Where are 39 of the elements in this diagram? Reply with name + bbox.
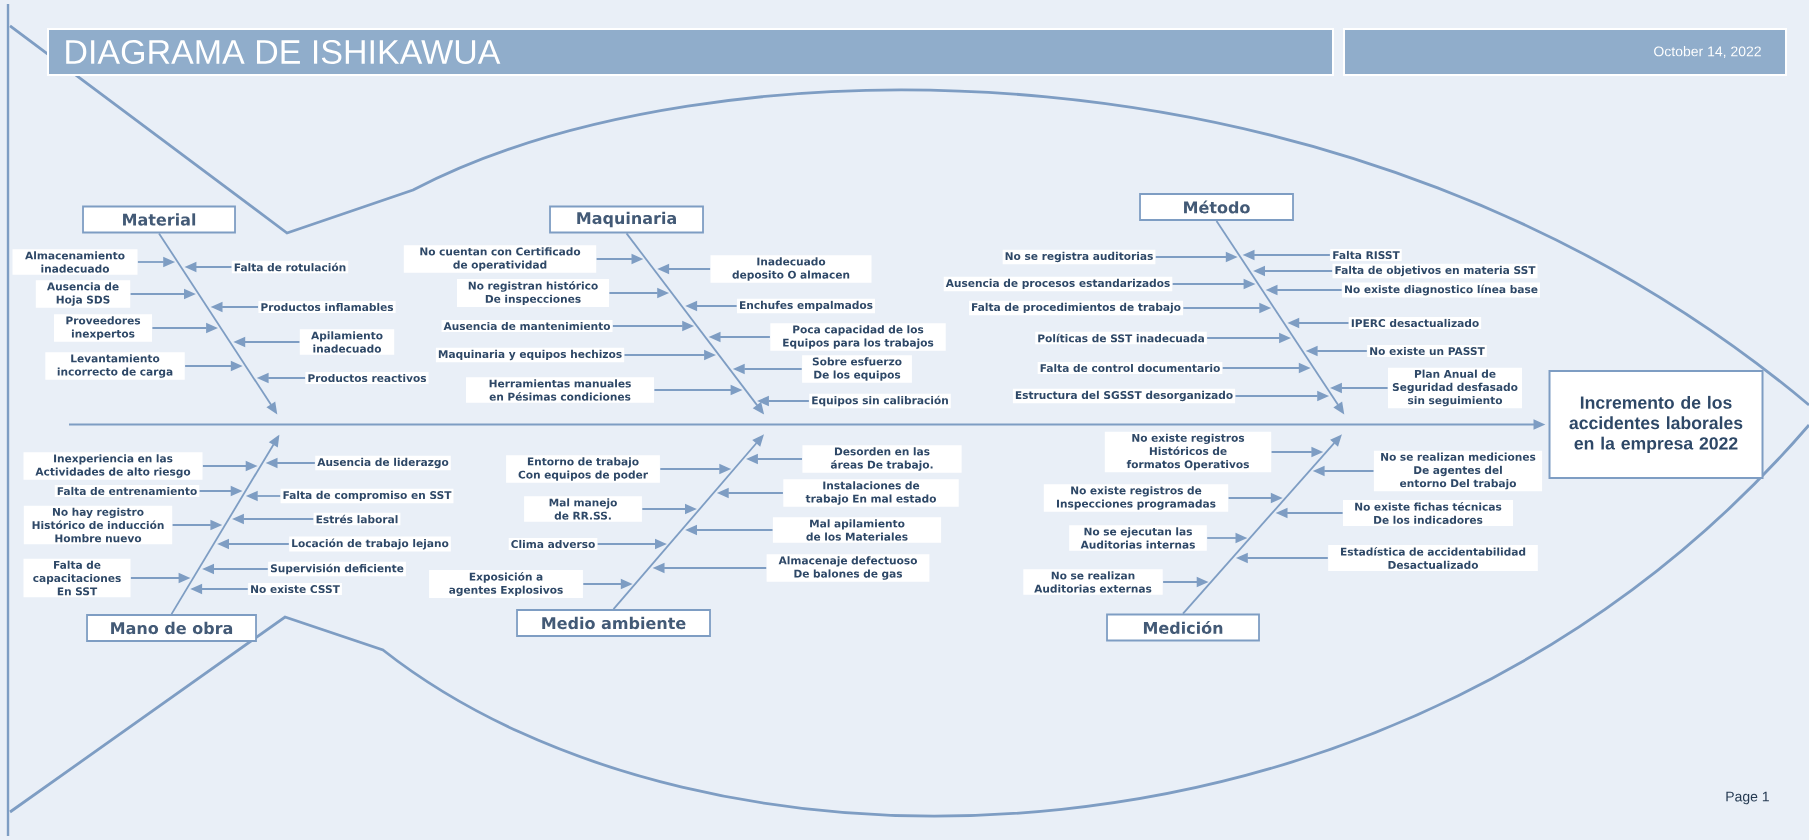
cause-label: No existe fichas técnicas De los indicadores [1343, 500, 1513, 526]
cause-label: Falta de capacitaciones En SST [23, 558, 131, 598]
cause-label: No se realizan Auditorias externas [1023, 569, 1163, 595]
cause-label: Exposición a agentes Explosivos [429, 570, 583, 598]
effect-box: Incremento de los accidentes laborales en la empresa 2022 [1548, 370, 1764, 479]
cause-label: Almacenaje defectuoso De balones de gas [766, 554, 930, 582]
cause-label: Mal manejo de RR.SS. [524, 496, 642, 522]
cause-label: Inadecuado deposito O almacen [710, 255, 872, 283]
cause-label: Estadística de accidentabilidad Desactualizado [1328, 545, 1538, 571]
cause-label: No registran histórico De inspecciones [457, 279, 609, 307]
cause-label: Sobre esfuerzo De los equipos [802, 355, 912, 383]
cause-label: Entorno de trabajo Con equipos de poder [506, 455, 660, 483]
category-box: Método [1139, 193, 1294, 221]
category-box: Maquinaria [549, 205, 704, 234]
cause-label: No existe registros Históricos de formatos Operativos [1104, 431, 1272, 473]
cause-label: No se realizan mediciones De agentes del entorno Del trabajo [1373, 450, 1543, 492]
cause-label: No hay registro Histórico de inducción Hombre nuevo [23, 505, 173, 545]
cause-label: Plan Anual de Seguridad desfasado sin seguimiento [1388, 367, 1522, 409]
page-number: Page 1 [1726, 791, 1769, 805]
cause-label: No existe registros de Inspecciones programadas [1043, 484, 1229, 512]
cause-label: No se ejecutan las Auditorias internas [1069, 525, 1207, 551]
cause-label: Inexperiencia en las Actividades de alto riesgo [23, 452, 203, 480]
category-box: Mano de obra [86, 614, 257, 642]
cause-label: Proveedores inexpertos [54, 314, 152, 342]
title-bar: DIAGRAMA DE ISHIKAWUA [47, 28, 1334, 76]
cause-label: Ausencia de Hoja SDS [35, 280, 131, 308]
category-box: Medición [1106, 613, 1260, 642]
cause-label: Desorden en las áreas De trabajo. [802, 445, 962, 473]
date-bar: October 14, 2022 [1343, 28, 1787, 76]
category-box: Material [82, 205, 236, 234]
cause-label: Herramientas manuales en Pésimas condiciones [466, 377, 654, 403]
cause-label: Apilamiento inadecuado [299, 329, 395, 355]
cause-label: Levantamiento incorrecto de carga [45, 352, 185, 380]
category-box: Medio ambiente [516, 609, 711, 637]
cause-label: No cuentan con Certificado de operatividad [403, 245, 597, 273]
cause-label: Instalaciones de trabajo En mal estado [783, 479, 959, 507]
cause-label: Poca capacidad de los Equipos para los trabajos [770, 323, 946, 351]
cause-label: Almacenamiento inadecuado [12, 249, 138, 275]
cause-label: Mal apilamiento de los Materiales [772, 517, 942, 543]
